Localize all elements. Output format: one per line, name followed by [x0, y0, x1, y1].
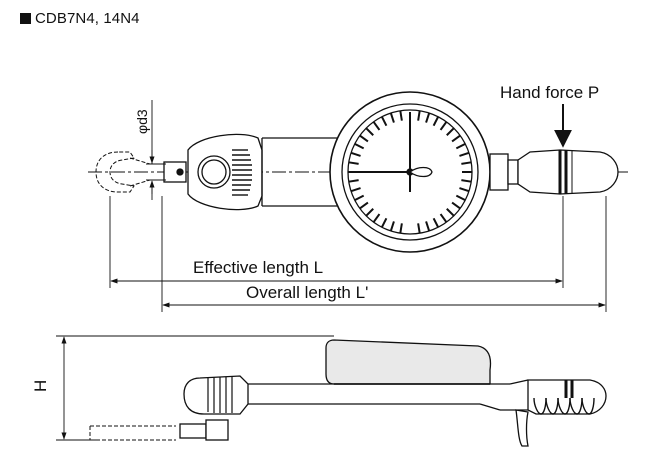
dial-tick — [389, 221, 395, 232]
dial-tick — [359, 201, 369, 210]
dial-tick — [432, 116, 440, 127]
dial-tick — [459, 151, 470, 157]
side-spanner — [89, 425, 176, 441]
dial-tick — [372, 121, 381, 131]
dial-tick — [380, 217, 388, 228]
dial-tick — [439, 213, 448, 223]
handle-grip — [517, 149, 619, 195]
side-dial-housing — [325, 339, 492, 385]
ratchet-ribs — [232, 149, 252, 196]
dial-tick — [425, 221, 431, 232]
side-handle-ribs — [533, 380, 595, 415]
dial-tick — [417, 223, 421, 234]
shaft — [262, 137, 340, 207]
dial-tick — [459, 187, 470, 193]
overall-length-dimension — [161, 196, 607, 312]
dial-tick — [359, 134, 369, 143]
dial-connector — [489, 153, 509, 191]
dial-tick — [380, 116, 388, 127]
height-label: H — [31, 380, 50, 392]
spanner-head — [95, 151, 135, 193]
dial-tick — [461, 179, 472, 183]
dial-tick — [350, 151, 361, 157]
dial-tick — [446, 127, 455, 136]
dial-tick — [365, 208, 374, 217]
dial-tick — [417, 110, 421, 121]
dial-tick — [348, 179, 359, 183]
ratchet-circle — [197, 155, 231, 189]
dial-tick — [432, 217, 440, 228]
side-view — [89, 339, 607, 447]
dial-ticks — [348, 110, 472, 234]
dial-tick — [389, 112, 395, 123]
side-ratchet-head — [183, 375, 249, 415]
dial-tick — [354, 194, 365, 202]
dial-tick — [350, 187, 361, 193]
dial-tick — [348, 161, 359, 165]
effective-length-dimension — [109, 196, 564, 288]
dial-tick — [354, 142, 365, 150]
dial-tick — [451, 134, 461, 143]
dial-tick — [399, 223, 403, 234]
dial-tick — [446, 208, 455, 217]
effective-length-label: Effective length L — [193, 258, 323, 277]
diameter-dimension — [146, 100, 166, 200]
height-dimension — [56, 335, 334, 441]
dial-tick — [399, 110, 403, 121]
title-text: CDB7N4, 14N4 — [35, 10, 140, 27]
square-drive — [163, 161, 187, 183]
side-handle-hook — [515, 409, 529, 447]
top-view — [88, 91, 628, 253]
hand-force-label: Hand force P — [500, 83, 599, 102]
dial-tick — [461, 161, 472, 165]
dial-tick — [455, 142, 466, 150]
overall-length-label: Overall length L' — [246, 283, 368, 302]
dial-tick — [372, 213, 381, 223]
dial-tick — [455, 194, 466, 202]
dial-tick — [365, 127, 374, 136]
diameter-label: φd3 — [134, 109, 150, 134]
dial-tick — [439, 121, 448, 131]
black-square-icon — [20, 13, 31, 24]
dial-tick — [425, 112, 431, 123]
diagram-title: CDB7N4, 14N4 — [20, 10, 140, 27]
side-square-drive — [179, 423, 207, 439]
dial-tick — [451, 201, 461, 210]
